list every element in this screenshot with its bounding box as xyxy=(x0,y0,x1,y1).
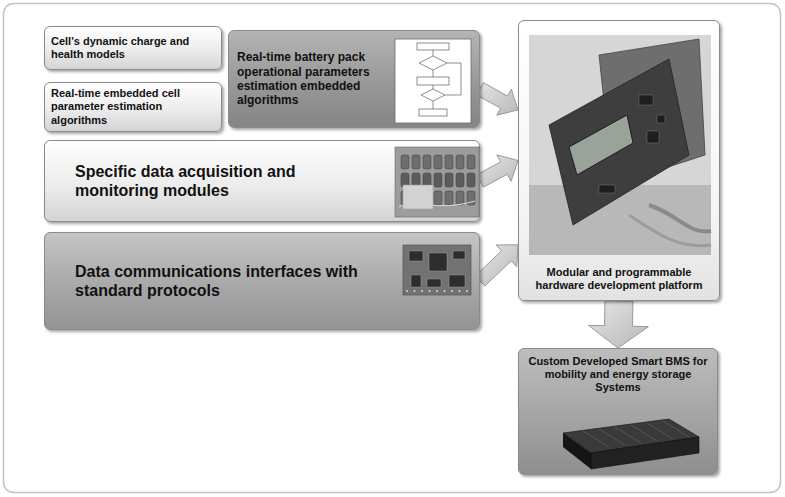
chip xyxy=(411,275,421,287)
box-label: Specific data acquisition and monitoring… xyxy=(75,162,375,200)
device-side xyxy=(591,437,699,469)
chip xyxy=(429,253,447,271)
component xyxy=(647,131,659,143)
block-arrow xyxy=(475,245,518,286)
box-label: Data communications interfaces with stan… xyxy=(75,262,375,300)
picture-ground xyxy=(395,39,471,123)
battery-cell xyxy=(412,155,420,169)
component xyxy=(639,95,653,105)
lcd-screen xyxy=(569,115,633,175)
illustration xyxy=(519,21,719,300)
solder-dot xyxy=(414,290,416,292)
battery-cell xyxy=(423,155,431,169)
flow-line xyxy=(433,70,434,77)
flow-line xyxy=(461,63,462,95)
block-arrow xyxy=(477,155,518,187)
pcb xyxy=(403,245,471,295)
front-board xyxy=(549,59,689,225)
battery-cell xyxy=(434,191,442,205)
solder-dot xyxy=(459,290,461,292)
battery-cell xyxy=(456,173,464,187)
solder-dot xyxy=(406,290,408,292)
flow-step xyxy=(419,109,447,116)
solder-dot xyxy=(436,290,438,292)
process-box: Specific data acquisition and monitoring… xyxy=(44,140,480,222)
chip xyxy=(409,251,423,261)
flow-decision xyxy=(421,89,445,101)
chip xyxy=(453,251,465,259)
battery-cell xyxy=(467,173,475,187)
cooling-fin xyxy=(583,431,609,447)
chip xyxy=(427,279,441,287)
illustration xyxy=(45,233,479,329)
battery-cell xyxy=(445,155,453,169)
module-board xyxy=(403,185,433,209)
circuit-photo xyxy=(403,245,471,295)
flow-line xyxy=(445,95,461,96)
cooling-fin xyxy=(615,427,641,443)
box-label: Modular and programmable hardware develo… xyxy=(524,266,714,292)
box-label: Cell's dynamic charge and health models xyxy=(51,35,219,61)
photo-ground xyxy=(529,35,711,255)
illustration xyxy=(519,349,717,474)
block-arrow xyxy=(588,301,648,348)
flow-line xyxy=(433,85,434,89)
block-arrow xyxy=(477,83,518,116)
process-box: Custom Developed Smart BMS for mobility … xyxy=(518,348,718,475)
box-label: Real-time embedded cell parameter estima… xyxy=(51,87,219,127)
flowchart-picture xyxy=(395,39,471,123)
flow-step xyxy=(417,43,449,50)
box-label: Real-time battery pack operational param… xyxy=(237,50,395,108)
cooling-fin xyxy=(663,421,689,437)
component xyxy=(599,185,615,193)
solder-dot xyxy=(429,290,431,292)
flow-line xyxy=(433,101,434,109)
device-front xyxy=(563,433,591,469)
flow-line xyxy=(447,63,461,64)
solder-dot xyxy=(421,290,423,292)
component xyxy=(657,115,665,123)
battery-cell xyxy=(434,155,442,169)
cooling-fin xyxy=(631,425,657,441)
flow-line xyxy=(433,50,434,56)
battery-cell xyxy=(467,155,475,169)
battery-cell xyxy=(456,155,464,169)
bms-device xyxy=(563,419,699,469)
process-box: Real-time embedded cell parameter estima… xyxy=(44,82,222,132)
solder-dot xyxy=(451,290,453,292)
solder-dot xyxy=(444,290,446,292)
battery-cell xyxy=(401,155,409,169)
illustration xyxy=(45,141,479,221)
photo-ground xyxy=(395,147,479,217)
frame-border xyxy=(4,4,781,493)
battery-cell xyxy=(445,191,453,205)
flow-decision xyxy=(419,56,447,70)
cooling-fin xyxy=(647,423,673,439)
process-box: Real-time battery pack operational param… xyxy=(228,30,480,128)
chip xyxy=(449,275,465,287)
process-box: Data communications interfaces with stan… xyxy=(44,232,480,330)
process-box: Cell's dynamic charge and health models xyxy=(44,26,222,70)
solder-dot xyxy=(466,290,468,292)
cable xyxy=(649,205,711,232)
battery-photo xyxy=(395,147,479,217)
battery-cell xyxy=(445,173,453,187)
hardware-photo xyxy=(529,35,711,255)
box-label: Custom Developed Smart BMS for mobility … xyxy=(524,355,712,395)
cable xyxy=(629,215,711,246)
battery-cell xyxy=(456,191,464,205)
flow-step xyxy=(417,77,449,85)
cooling-fin xyxy=(599,429,625,445)
battery-cell xyxy=(434,173,442,187)
process-box: Modular and programmable hardware develo… xyxy=(518,20,720,301)
